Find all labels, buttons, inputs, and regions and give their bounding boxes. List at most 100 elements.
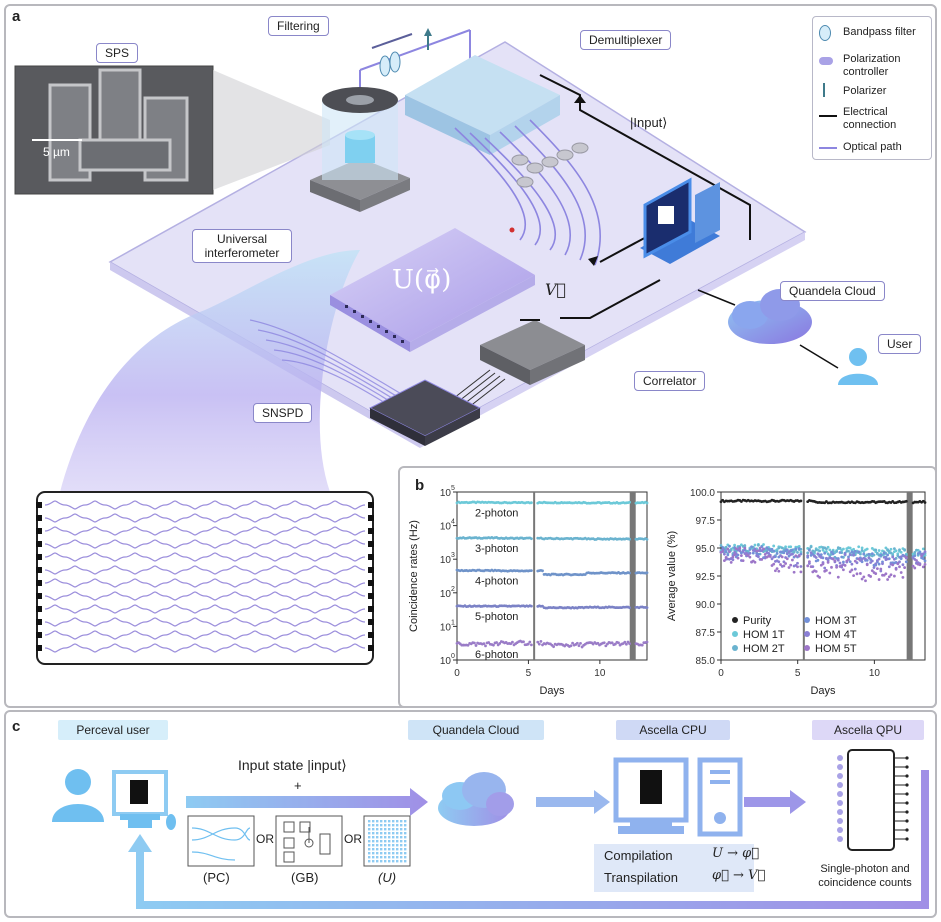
u-matrix-cell [404,820,407,823]
y-tick-label: 87.5 [696,628,716,639]
data-point [835,550,838,553]
data-point [738,549,742,553]
series-6-photon [455,639,649,649]
u-matrix-cell [404,860,407,863]
data-point [777,569,781,573]
or-label-2: OR [344,832,362,846]
data-point [757,549,760,553]
output-port [368,645,374,651]
series-label: 6-photon [475,649,518,661]
data-point [899,550,903,554]
data-point [823,566,827,570]
u-matrix-grid [368,820,407,863]
qpu-output-port [905,756,909,760]
perceval-computer-icon [112,770,176,830]
data-point [772,549,776,553]
data-point [913,554,917,558]
data-point [913,566,917,570]
legend-label: Purity [743,615,772,627]
data-point [645,501,649,505]
data-point [772,555,776,559]
legend-marker [804,617,810,623]
or-label-1: OR [256,832,274,846]
data-point [923,550,927,554]
u-matrix-cell [400,844,403,847]
data-point [721,550,725,553]
y-tick-exponent: 4 [451,519,455,526]
data-point [879,569,883,573]
data-point [889,547,893,551]
data-point [797,547,801,550]
u-matrix-cell [396,820,399,823]
data-point [767,551,770,555]
measurement-break [629,492,636,660]
data-point [777,560,781,564]
data-point [482,642,486,646]
x-tick-label: 0 [454,668,460,679]
data-point [833,559,837,563]
data-point [530,537,533,541]
data-point [915,559,918,562]
data-point [729,560,733,564]
data-point [511,640,514,644]
data-point [748,555,752,559]
u-matrix-cell [400,820,403,823]
output-port [368,515,374,521]
mesh-waveguide [44,539,366,549]
y-tick-label: 10 [440,589,452,600]
data-point [796,565,799,569]
data-point [625,642,628,646]
data-point [785,548,789,552]
data-point [877,562,881,566]
data-point [842,568,845,572]
data-point [770,547,774,551]
input-port [36,541,42,547]
data-point [577,644,581,648]
y-tick-exponent: 1 [451,619,455,626]
arrow-to-cloud [186,788,428,816]
callout-demultiplexer: Demultiplexer [580,30,672,50]
mesh-waveguide [44,513,366,523]
data-point [733,550,736,554]
data-point [886,557,889,561]
data-point [645,606,649,610]
x-tick-label: 5 [526,668,532,679]
data-point [763,552,767,556]
data-point [537,642,541,646]
qpu-input-port [837,764,843,770]
data-point [838,546,842,550]
data-point [797,545,801,548]
data-point [850,568,854,572]
callout-quandela-cloud: Quandela Cloud [780,281,885,301]
data-point [806,564,810,568]
mesh-waveguide [44,617,366,627]
qpu-input-port [837,782,843,788]
qpu-input-port [837,827,843,833]
arrow-to-qpu [744,790,806,814]
u-matrix-cell [368,856,371,859]
data-point [775,549,779,553]
u-matrix-cell [368,844,371,847]
data-point [860,546,864,550]
data-point [719,544,723,547]
mesh-waveguide [44,526,366,536]
u-matrix-cell [376,844,379,847]
output-port [368,554,374,560]
mesh-waveguide [44,591,366,601]
y-tick-label: 10 [440,488,452,499]
data-point [760,558,764,561]
data-point [740,554,743,558]
data-point [569,644,573,648]
u-matrix-cell [384,840,387,843]
tag-quandela-cloud: Quandela Cloud [408,720,544,740]
data-point [879,553,883,557]
data-point [474,644,478,647]
data-point [840,555,844,559]
data-point [748,551,752,555]
legend-marker [732,617,738,623]
u-matrix-cell [404,828,407,831]
callout-snspd: SNSPD [253,403,313,423]
u-matrix-cell [376,836,379,839]
data-point [855,572,859,576]
mesh-waveguide [44,565,366,575]
